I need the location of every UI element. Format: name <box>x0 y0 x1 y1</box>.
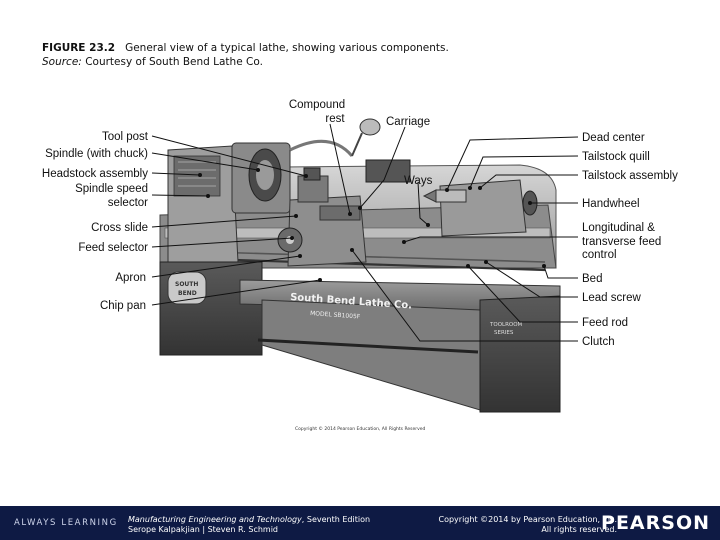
label-spindle-speed-2: selector <box>108 197 148 209</box>
pearson-logo: PEARSON <box>601 512 710 534</box>
copyright-line-2: All rights reserved. <box>541 525 617 534</box>
label-ways: Ways <box>404 175 433 187</box>
leader-dots <box>198 168 546 282</box>
toolroom-text: TOOLROOM <box>489 322 523 328</box>
label-bed: Bed <box>582 273 602 285</box>
label-compound-rest-1: Compound <box>289 99 345 111</box>
label-feed-control-1: Longitudinal & <box>582 222 655 234</box>
figure-title: General view of a typical lathe, showing… <box>125 42 449 54</box>
label-tailstock-quill: Tailstock quill <box>582 151 650 163</box>
label-clutch: Clutch <box>582 336 615 348</box>
book-authors: Serope Kalpakjian | Steven R. Schmid <box>128 525 278 534</box>
label-spindle-speed-1: Spindle speed <box>75 183 148 195</box>
book-info: Manufacturing Engineering and Technology… <box>128 515 370 535</box>
series-text: SERIES <box>494 330 514 336</box>
figure-number: FIGURE 23.2 <box>42 42 116 54</box>
label-spindle-chuck: Spindle (with chuck) <box>45 148 148 160</box>
label-handwheel: Handwheel <box>582 198 640 210</box>
footer-bar: ALWAYS LEARNING Manufacturing Engineerin… <box>0 506 720 540</box>
book-edition: , Seventh Edition <box>301 515 371 524</box>
label-tool-post: Tool post <box>102 131 149 143</box>
source-text: Courtesy of South Bend Lathe Co. <box>85 56 263 68</box>
label-dead-center: Dead center <box>582 132 645 144</box>
label-tailstock-assembly: Tailstock assembly <box>582 170 678 182</box>
book-title: Manufacturing Engineering and Technology <box>128 515 302 524</box>
label-feed-selector: Feed selector <box>78 242 148 254</box>
badge-bend: BEND <box>178 290 197 297</box>
copyright-line-1: Copyright ©2014 by Pearson Education, In… <box>438 515 617 524</box>
label-headstock: Headstock assembly <box>42 168 148 180</box>
label-feed-control-3: control <box>582 249 617 261</box>
image-copyright: Copyright © 2014 Pearson Education, All … <box>295 425 426 432</box>
label-feed-control-2: transverse feed <box>582 236 661 248</box>
label-cross-slide: Cross slide <box>91 222 148 234</box>
label-feed-rod: Feed rod <box>582 317 628 329</box>
label-carriage: Carriage <box>386 116 430 128</box>
source-line: Source: Courtesy of South Bend Lathe Co. <box>42 55 449 69</box>
source-label: Source: <box>42 56 82 68</box>
label-apron: Apron <box>115 272 146 284</box>
footer-copyright: Copyright ©2014 by Pearson Education, In… <box>438 515 617 535</box>
lathe-image: South Bend Lathe Co. MODEL SB1005F SOUTH… <box>159 118 561 432</box>
caption-line: FIGURE 23.2 General view of a typical la… <box>42 41 449 55</box>
lathe-diagram: South Bend Lathe Co. MODEL SB1005F SOUTH… <box>42 99 678 432</box>
leader-lines <box>151 123 579 342</box>
model-plate: MODEL SB1005F <box>310 310 361 321</box>
badge-south: SOUTH <box>175 281 198 288</box>
label-compound-rest-2: rest <box>325 113 345 125</box>
always-learning-text: ALWAYS LEARNING <box>14 518 118 528</box>
label-lead-screw: Lead screw <box>582 292 642 304</box>
label-chip-pan: Chip pan <box>100 300 146 312</box>
figure-caption: FIGURE 23.2 General view of a typical la… <box>42 41 449 69</box>
